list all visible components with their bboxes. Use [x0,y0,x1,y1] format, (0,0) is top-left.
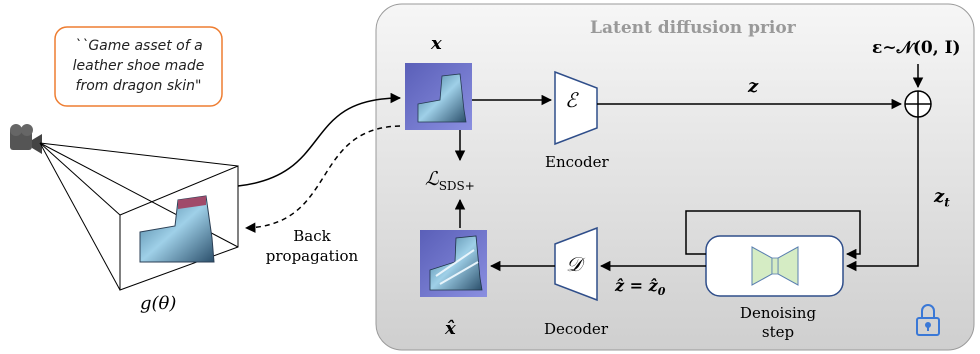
zhat-subscript: 0 [657,285,666,299]
hourglass-icon [751,246,799,286]
backprop-arrow [244,125,401,233]
zhat-label: ẑ = ẑ0 [615,276,665,298]
generator-label: g(θ) [140,293,177,314]
rendered-3d-boot [139,195,215,263]
render-arrow [237,92,402,187]
loss-main: ℒ [425,168,439,190]
backprop-label: Back propagation [262,226,362,266]
lock-icon [916,304,940,336]
camera-frustum [39,142,239,291]
rendered-image-x [405,63,472,130]
backprop-line-1: Back [293,227,331,245]
decoded-image-xhat [420,230,487,297]
zhat-main: ẑ = ẑ [615,276,658,295]
encoder-symbol: ℰ [565,88,578,112]
noise-label: ε∼𝒩(0, I) [872,38,961,58]
zt-main: z [934,186,945,207]
denoise-label: Denoising step [723,304,833,342]
denoise-line-1: Denoising [739,304,817,322]
backprop-line-2: propagation [265,247,359,265]
zt-label: zt [934,186,950,210]
loss-label: ℒSDS+ [425,168,475,193]
decoder-block [554,226,598,302]
encoder-label: Encoder [545,153,609,171]
prompt-line-3: from dragon skin" [75,78,202,94]
prior-title: Latent diffusion prior [590,18,796,38]
prompt-line-2: leather shoe made [72,58,205,74]
z-label: z [748,76,759,97]
x-label: x [431,33,442,54]
zt-subscript: t [944,195,950,210]
prompt-text: ``Game asset of a leather shoe made from… [58,36,219,96]
prompt-box [54,26,223,107]
zt-arrow [845,117,919,272]
decoder-symbol: 𝒟 [566,252,582,276]
prompt-line-1: ``Game asset of a [74,38,203,54]
plus-circle-icon [904,90,932,118]
camera-icon [10,124,42,154]
xhat-label: x̂ [445,318,456,339]
denoise-line-2: step [761,323,795,341]
loss-subscript: SDS+ [438,178,475,193]
decoder-label: Decoder [544,320,608,338]
encoder-block [554,70,598,146]
denoise-loop-arrow [685,210,861,260]
